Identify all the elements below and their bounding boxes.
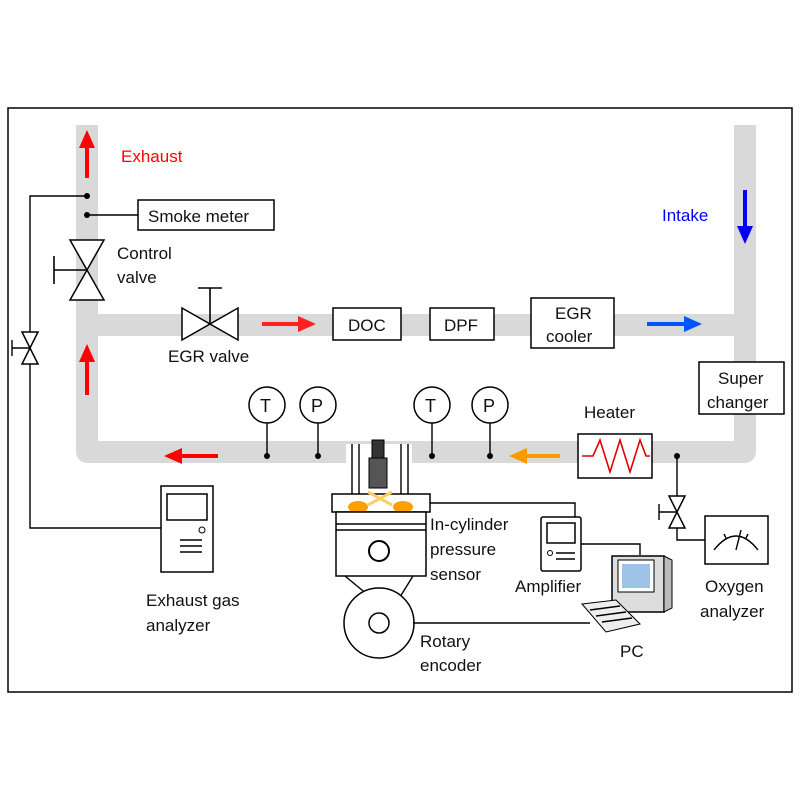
- oxygen-label-1: Oxygen: [705, 577, 764, 596]
- heater-label: Heater: [584, 403, 635, 422]
- heater-coil-icon: [582, 437, 650, 475]
- control-valve-label-1: Control: [117, 244, 172, 263]
- amplifier-label: Amplifier: [515, 577, 581, 596]
- diagram-frame: [7, 107, 793, 693]
- exhaust-gas-label-1: Exhaust gas: [146, 591, 240, 610]
- exhaust-gas-label-2: analyzer: [146, 616, 211, 635]
- left-up-arrow: [79, 344, 95, 395]
- amplifier-icon: [540, 516, 582, 572]
- oxygen-label-2: analyzer: [700, 602, 765, 621]
- exhaust-gas-analyzer-icon: [160, 485, 214, 573]
- flow-arrow-intake: [647, 316, 702, 332]
- sample-valve-right-icon: [658, 495, 687, 529]
- in-cylinder-label-3: sensor: [430, 565, 481, 584]
- pressure-sensor-right-label: P: [483, 396, 495, 416]
- temp-sensor-left-label: T: [260, 396, 271, 416]
- oxygen-analyzer-icon: [704, 515, 769, 565]
- egr-valve-icon: [181, 287, 239, 342]
- smoke-meter-box: [137, 199, 275, 231]
- sample-valve-left-icon: [11, 331, 40, 365]
- pressure-sensor-left-label: P: [311, 396, 323, 416]
- super-changer-label-1: Super: [718, 369, 764, 388]
- super-changer-box: [698, 361, 785, 415]
- doc-box: [332, 307, 402, 341]
- doc-label: DOC: [348, 316, 386, 335]
- flow-arrow-egr: [262, 316, 316, 332]
- control-valve-icon: [53, 239, 106, 301]
- egr-cooler-box: [530, 297, 615, 349]
- in-cylinder-label-1: In-cylinder: [430, 515, 509, 534]
- dpf-label: DPF: [444, 316, 478, 335]
- flow-arrow-heated: [509, 448, 560, 464]
- temp-sensor-right-label: T: [425, 396, 436, 416]
- flow-arrow-exhaust-left: [164, 448, 218, 464]
- control-valve-label-2: valve: [117, 268, 157, 287]
- smoke-meter-label: Smoke meter: [148, 207, 249, 226]
- in-cylinder-label-2: pressure: [430, 540, 496, 559]
- dpf-box: [429, 307, 495, 341]
- intake-arrow: [737, 190, 753, 244]
- rotary-encoder-label-2: encoder: [420, 656, 482, 675]
- exhaust-label: Exhaust: [121, 147, 183, 166]
- engine-cylinder-icon: [331, 439, 431, 606]
- egr-valve-label: EGR valve: [168, 347, 249, 366]
- pc-label: PC: [620, 642, 644, 661]
- exhaust-arrow: [79, 130, 95, 178]
- intake-label: Intake: [662, 206, 708, 225]
- egr-cooler-label-1: EGR: [555, 304, 592, 323]
- egr-cooler-label-2: cooler: [546, 327, 593, 346]
- super-changer-label-2: changer: [707, 393, 769, 412]
- rotary-encoder-label-1: Rotary: [420, 632, 471, 651]
- pc-icon: [581, 555, 673, 633]
